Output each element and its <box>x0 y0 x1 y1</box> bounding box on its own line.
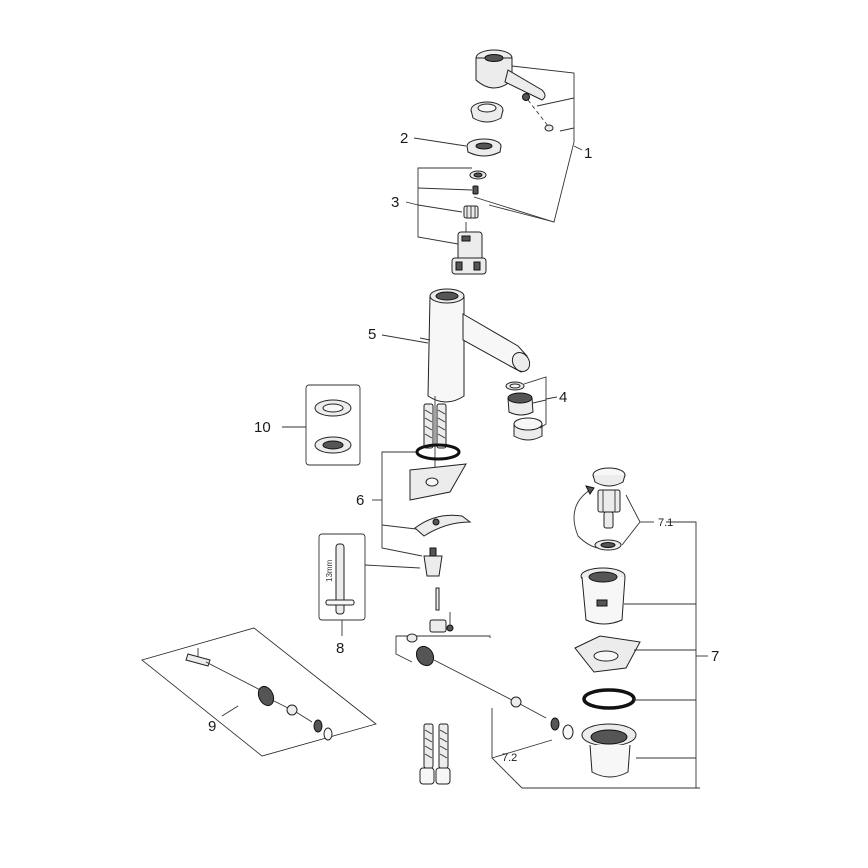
label-part-10: 10 <box>254 419 271 436</box>
o-ring-6 <box>415 443 461 461</box>
aerator-washer <box>505 381 525 391</box>
lever-handle <box>475 49 546 101</box>
popup-rod-assembly <box>395 612 574 740</box>
lever-screw <box>522 93 554 132</box>
washer-set-box <box>305 384 361 466</box>
cartridge <box>451 222 487 275</box>
aerator-insert <box>507 392 534 416</box>
fixing-bracket <box>414 514 472 537</box>
label-part-7-2: 7.2 <box>502 752 517 764</box>
drain-flange <box>580 567 626 625</box>
label-part-5: 5 <box>368 326 376 343</box>
o-ring-7 <box>582 688 636 710</box>
wrench-box: 13mm <box>318 533 366 621</box>
small-pin <box>472 185 479 195</box>
label-part-7: 7 <box>711 648 719 665</box>
base-plate <box>409 463 467 501</box>
drain-body <box>581 723 637 778</box>
label-part-3: 3 <box>391 194 399 211</box>
aerator-housing <box>513 417 543 441</box>
popup-rod-set-box <box>141 627 377 757</box>
label-part-4: 4 <box>559 389 567 406</box>
plug-seal <box>594 539 622 551</box>
label-part-2: 2 <box>400 130 408 147</box>
small-ring <box>469 170 487 180</box>
label-part-9: 9 <box>208 718 216 735</box>
supply-hoses <box>419 723 451 785</box>
fixing-nut <box>423 547 443 611</box>
adapter-nut <box>463 205 479 219</box>
mounting-hoses <box>423 396 447 470</box>
drain-gasket <box>574 635 641 673</box>
retaining-ring <box>466 138 502 157</box>
label-part-8: 8 <box>336 640 344 657</box>
faucet-body <box>419 288 531 403</box>
cover-cap <box>470 101 504 123</box>
label-part-7-1: 7.1 <box>658 517 673 529</box>
label-part-6: 6 <box>356 492 364 509</box>
label-part-1: 1 <box>584 145 592 162</box>
wrench-size-label: 13mm <box>325 559 334 582</box>
popup-plug <box>592 467 626 529</box>
